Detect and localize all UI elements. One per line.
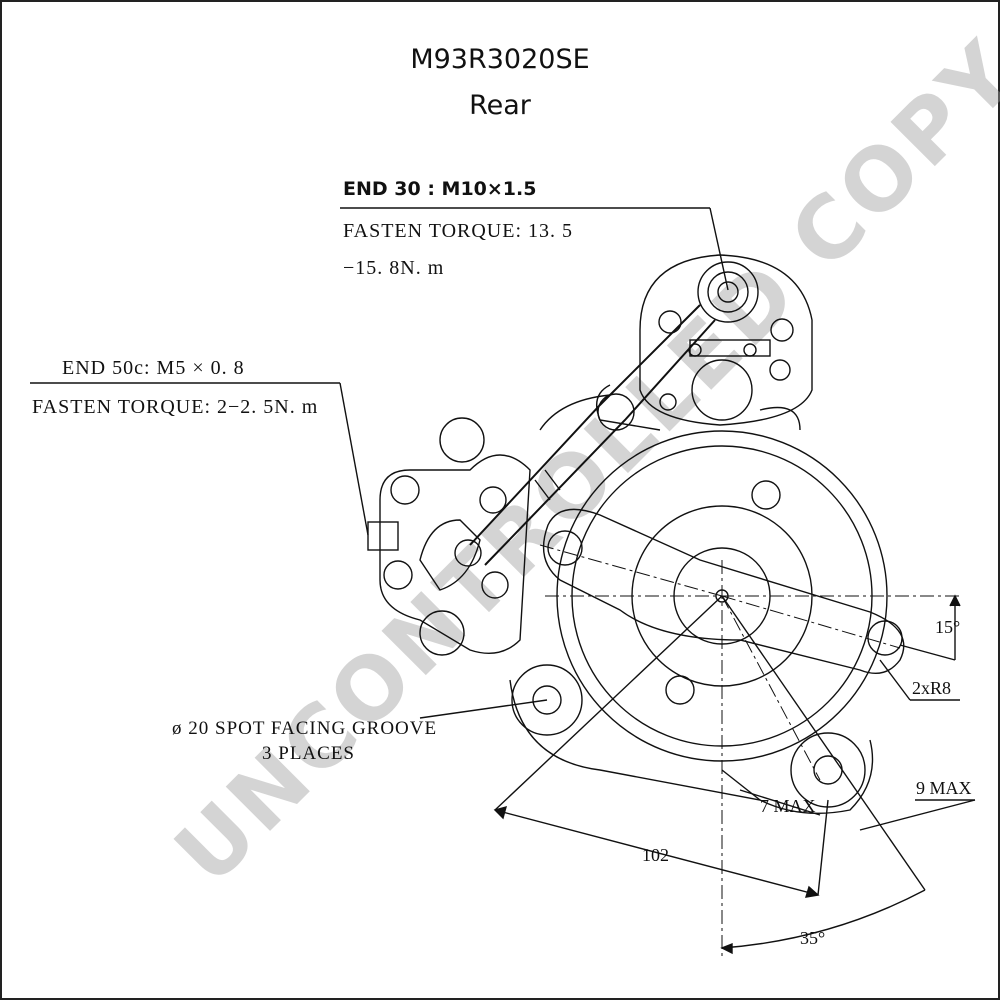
dim-102-ext-right <box>817 799 829 896</box>
screw-small-b <box>743 343 757 357</box>
terminal-50c <box>367 521 399 551</box>
brush-bolt-2 <box>383 560 413 590</box>
solenoid-bar <box>689 339 771 357</box>
brush-holder-circle-top <box>439 417 485 463</box>
centerline-15deg <box>721 595 901 649</box>
housing-bolt-bottom <box>665 675 695 705</box>
spot-facing-label: ø 20 SPOT FACING GROOVE <box>172 718 438 739</box>
dim-35-arc <box>721 889 926 949</box>
dim-102-arrow-left <box>493 806 507 820</box>
lower-housing-outline <box>509 679 874 814</box>
dim-r8-leader <box>879 659 911 701</box>
end50c-torque: FASTEN TORQUE: 2−2. 5N. m <box>32 396 319 418</box>
terminal-30-outer <box>697 261 759 323</box>
dim-102-arrow-right <box>805 885 820 898</box>
solenoid-lower-circle <box>691 359 753 421</box>
dim-15-tick <box>899 644 956 661</box>
leader-spot-facing <box>419 699 548 719</box>
screw-left <box>658 310 682 334</box>
lead-wire-upper <box>469 304 701 546</box>
flange-bolt-hole-right <box>867 620 903 656</box>
screw-lower-right <box>769 359 791 381</box>
brush-bolt-1 <box>390 475 420 505</box>
centerline-35deg <box>721 595 821 781</box>
brush-holder-circle-bottom <box>419 610 465 656</box>
dim-102-label: 102 <box>642 845 669 865</box>
brush-holder-cutout <box>419 519 481 591</box>
leader-end50c <box>339 382 369 536</box>
centerline-left <box>539 544 723 597</box>
screw-right <box>770 318 794 342</box>
solenoid-housing <box>639 254 813 426</box>
spot-facing-places: 3 PLACES <box>262 743 355 764</box>
dim-15-label: 15° <box>935 617 961 637</box>
part-number-title: M93R3020SE <box>410 44 590 75</box>
end30-label: END 30 : M10×1.5 <box>343 178 537 200</box>
lead-bands <box>534 469 561 501</box>
mounting-flange <box>542 508 905 674</box>
dim-r8-label: 2xR8 <box>912 678 952 698</box>
lead-clamp <box>597 393 635 431</box>
leader-end30 <box>709 207 729 291</box>
dim-7max-a <box>721 769 761 801</box>
dim-102-line <box>494 809 819 896</box>
brush-bolt-3 <box>481 571 509 599</box>
dim-7max-shelf <box>739 789 821 816</box>
end30-torque-line2: −15. 8N. m <box>343 257 445 279</box>
end50c-label: END 50c: M5 × 0. 8 <box>62 357 245 379</box>
screw-lower-left <box>659 393 677 411</box>
construction-line-102-left <box>494 595 723 811</box>
lead-wire-lower <box>484 319 716 566</box>
dim-15-arrow-top <box>949 594 961 607</box>
view-title: Rear <box>469 90 531 121</box>
flange-bolt-hole-left <box>547 530 583 566</box>
end30-torque-line1: FASTEN TORQUE: 13. 5 <box>343 220 574 242</box>
brush-holder-plate <box>379 454 531 654</box>
terminal-30-inner <box>717 281 739 303</box>
dim-9max-leader <box>859 799 976 831</box>
spot-face-lower-left-inner <box>532 685 562 715</box>
spot-face-lower-right-inner <box>813 755 843 785</box>
dim-7max-label: 7 MAX <box>760 796 816 816</box>
dim-35-label: 35° <box>800 928 826 948</box>
terminal-30-mid <box>707 271 749 313</box>
dim-35-arrow-left <box>720 942 733 955</box>
housing-bolt-top <box>751 480 781 510</box>
dim-9max-label: 9 MAX <box>916 778 972 798</box>
brush-bolt-4 <box>479 486 507 514</box>
spot-face-lower-left <box>511 664 583 736</box>
lead-end-bottom <box>454 539 482 567</box>
construction-line-35 <box>721 595 926 891</box>
lead-hump <box>539 394 611 431</box>
spot-face-lower-right <box>790 732 866 808</box>
